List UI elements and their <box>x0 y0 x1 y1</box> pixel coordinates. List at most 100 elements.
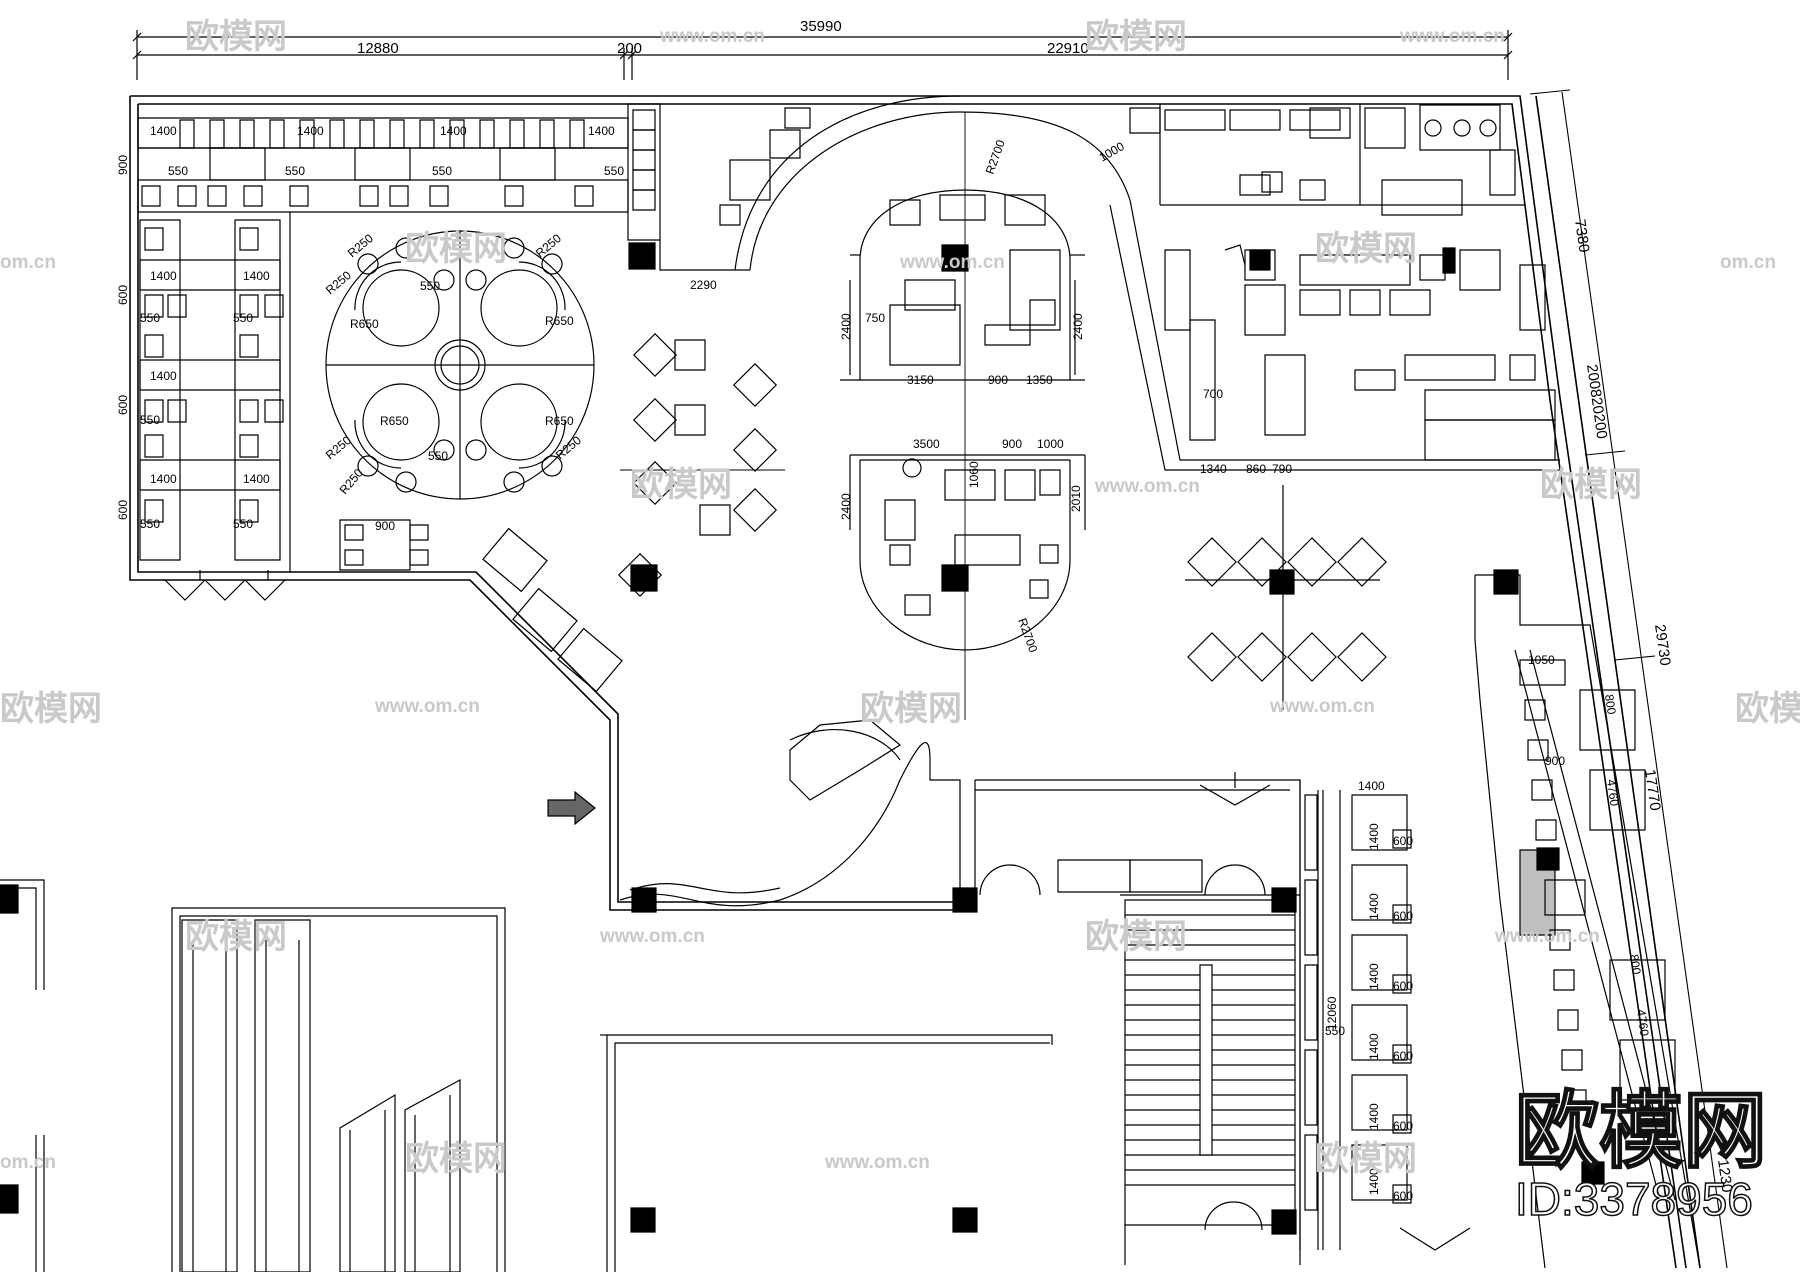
dim-island-2400-a: 2400 <box>839 313 853 340</box>
dim-lower-600-4: 600 <box>1393 1049 1413 1063</box>
table-cluster-right <box>1185 485 1386 710</box>
dim-seat-4: 550 <box>604 164 624 178</box>
dim-side-booth-5: 1400 <box>243 472 270 486</box>
bar-counter <box>628 96 1130 270</box>
dim-strip-4760-2: 4760 <box>1634 1008 1652 1037</box>
dim-lower-600-2: 600 <box>1393 909 1413 923</box>
watermark-brand: 欧模网 <box>1315 230 1417 268</box>
dim-lower-1400-5: 1400 <box>1367 1033 1381 1060</box>
dim-r250-3: R250 <box>533 231 564 260</box>
dim-side-booth-1: 1400 <box>150 269 177 283</box>
dim-booth-2: 1400 <box>297 124 324 138</box>
watermark-brand: 欧模网 <box>1085 918 1187 956</box>
dim-r250-6: R250 <box>337 466 366 497</box>
dim-right-side-mid: 200820200 <box>1583 363 1610 440</box>
dim-seat-3: 550 <box>432 164 452 178</box>
dim-r250-4: R250 <box>323 433 354 462</box>
dim-round-550-2: 550 <box>428 449 448 463</box>
dim-r650-3: R650 <box>380 414 409 428</box>
dim-island-900-b: 900 <box>1002 437 1022 451</box>
dim-seat-1: 550 <box>168 164 188 178</box>
watermark-brand: 欧模网 <box>185 18 287 56</box>
dim-island-1350: 1350 <box>1026 373 1053 387</box>
dim-island-2010: 2010 <box>1069 485 1083 512</box>
watermark-brand: 欧模网 <box>405 1140 507 1178</box>
dim-side-600-2: 600 <box>116 395 130 415</box>
watermark-brand: 欧模网 <box>405 230 507 268</box>
watermark-brand: 欧模网 <box>630 466 732 504</box>
dim-r650-1: R650 <box>350 317 379 331</box>
dim-island-2400-c: 2400 <box>839 493 853 520</box>
dim-lower-1400-6: 1400 <box>1367 1103 1381 1130</box>
watermark-url: www.om.cn <box>899 252 1005 273</box>
dim-island-900-a: 900 <box>988 373 1008 387</box>
right-booth-column <box>1300 780 1470 1250</box>
dim-bar-r2700-bottom: R2700 <box>1015 616 1040 654</box>
central-island-top <box>840 190 1085 380</box>
dim-seat-2: 550 <box>285 164 305 178</box>
table-cluster-diagonal <box>483 529 661 692</box>
lower-opening <box>600 1035 1052 1272</box>
watermark-url: om.cn <box>0 252 56 273</box>
dim-overall-width: 35990 <box>800 18 842 35</box>
dim-strip-900: 900 <box>1545 754 1565 768</box>
dim-right-side-top: 7380 <box>1571 218 1592 253</box>
dim-island-1000: 1000 <box>1037 437 1064 451</box>
dim-kitchen-1340: 1340 <box>1200 462 1227 476</box>
center-axis-lines <box>620 112 965 720</box>
dim-lower-600-6: 600 <box>1393 1189 1413 1203</box>
watermark-url: www.om.cn <box>659 26 765 47</box>
staircase <box>1125 900 1295 1265</box>
watermark-url: www.om.cn <box>824 1152 930 1173</box>
lower-lobby <box>620 720 1300 1265</box>
watermark-brand: 欧模网 <box>0 690 102 728</box>
dim-lower-1400-1: 1400 <box>1358 779 1385 793</box>
dim-r250-1: R250 <box>345 231 376 260</box>
dim-island-2400-b: 2400 <box>1071 313 1085 340</box>
table-cluster-center <box>634 334 776 535</box>
dim-booth-4: 1400 <box>588 124 615 138</box>
entry-arrow-icon <box>548 792 595 824</box>
dim-island-1060: 1060 <box>967 461 981 488</box>
dim-island-750: 750 <box>865 311 885 325</box>
dim-lower-600-3: 600 <box>1393 979 1413 993</box>
dim-kitchen-1000: 1000 <box>1097 139 1127 165</box>
watermark-url: om.cn <box>0 1152 56 1173</box>
dim-side-600-3: 600 <box>116 500 130 520</box>
dim-bar-2290: 2290 <box>690 278 717 292</box>
dim-lower-1400-4: 1400 <box>1367 963 1381 990</box>
dim-r250-2: R250 <box>323 268 354 297</box>
dim-right-side-total: 29730 <box>1651 623 1674 667</box>
watermark-url: www.om.cn <box>374 696 480 717</box>
watermark-url: www.om.cn <box>1269 696 1375 717</box>
dim-round-550-1: 550 <box>420 279 440 293</box>
watermark-url: www.om.cn <box>1399 26 1505 47</box>
dim-left-width: 12880 <box>357 40 399 57</box>
dim-lower-1400-3: 1400 <box>1367 893 1381 920</box>
dim-side-seat-4: 550 <box>233 311 253 325</box>
dim-right-side-lower: 17770 <box>1641 768 1664 812</box>
top-dimension-chain <box>133 30 1512 80</box>
drawing-id-label: ID:3378956 <box>1515 1173 1753 1225</box>
watermarks: 欧模网 欧模网 欧模网 欧模网 欧模网 欧模网 欧模网 欧模网 欧模网 欧模网 … <box>0 18 1800 1178</box>
dim-side-seat-3: 550 <box>140 517 160 531</box>
dim-side-booth-2: 1400 <box>243 269 270 283</box>
right-dimension-chain <box>1530 90 1727 1268</box>
escalator-left <box>172 908 505 1272</box>
dim-lower-1400-2: 1400 <box>1367 823 1381 850</box>
watermark-brand: 欧模网 <box>1735 690 1800 728</box>
watermark-brand: 欧模网 <box>860 690 962 728</box>
watermark-brand: 欧模网 <box>1315 1140 1417 1178</box>
watermark-url: om.cn <box>1720 252 1776 273</box>
dim-kitchen-700: 700 <box>1203 387 1223 401</box>
dim-r650-4: R650 <box>545 414 574 428</box>
right-lower-strip <box>1475 575 1700 1268</box>
watermark-url: www.om.cn <box>1494 926 1600 947</box>
dim-side-seat-2: 550 <box>140 413 160 427</box>
dim-strip-1050-1: 1050 <box>1528 653 1555 667</box>
dim-gap: 200 <box>617 40 642 57</box>
dim-top-900: 900 <box>116 155 130 175</box>
brand-logo-watermark: 欧模网 <box>1515 1084 1767 1178</box>
dim-booth-3: 1400 <box>440 124 467 138</box>
